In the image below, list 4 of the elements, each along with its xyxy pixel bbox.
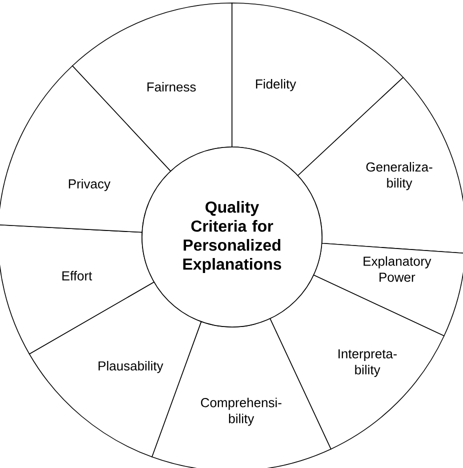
sector: Plausability <box>28 282 202 458</box>
sector: Fairness <box>72 2 232 172</box>
sector: Effort <box>0 224 154 354</box>
sector: Explanatory Power <box>313 242 463 336</box>
